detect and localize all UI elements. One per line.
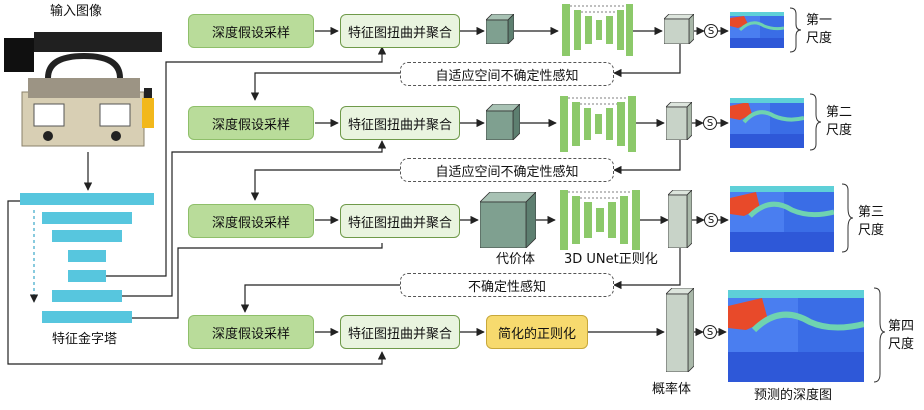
adaptive-uncertainty-label-2: 自适应空间不确定性感知	[435, 164, 579, 180]
softmax-op-4: S	[703, 325, 717, 339]
unet-block-2	[560, 96, 636, 152]
softmax-symbol-1: S	[707, 25, 715, 37]
depth-map-scale-1	[730, 12, 784, 48]
pyramid-level-6	[52, 290, 122, 302]
feature-warp-label-1: 特征图扭曲并聚合	[347, 25, 452, 41]
depth-map-scale-2	[730, 98, 804, 148]
uncertainty-plain: 不确定性感知	[400, 273, 614, 297]
pyramid-level-2	[42, 212, 132, 224]
scale-label-4: 第四尺度	[888, 319, 915, 352]
scale-label-1: 第一尺度	[806, 13, 833, 46]
feature-warp-block-4: 特征图扭曲并聚合	[340, 315, 460, 349]
unet-block-1	[562, 4, 633, 56]
feature-warp-block-1: 特征图扭曲并聚合	[340, 14, 460, 48]
depth-sampling-label-2: 深度假设采样	[211, 117, 290, 133]
scale-label-3: 第三尺度	[858, 205, 885, 238]
depth-sampling-block-4: 深度假设采样	[188, 315, 314, 349]
uncertainty-plain-label: 不确定性感知	[467, 279, 546, 295]
input-image-title: 输入图像	[50, 4, 103, 19]
cost-volume-cube-1	[486, 14, 514, 44]
pyramid-level-7	[42, 311, 132, 323]
depth-sampling-label-1: 深度假设采样	[211, 25, 290, 41]
cost-volume-label: 代价体	[496, 252, 536, 267]
scale-label-2: 第二尺度	[826, 105, 853, 138]
prob-volume-cube-3	[668, 190, 692, 248]
depth-sampling-block-2: 深度假设采样	[188, 106, 314, 140]
depth-sampling-label-3: 深度假设采样	[211, 215, 290, 231]
feature-warp-label-2: 特征图扭曲并聚合	[347, 117, 452, 133]
softmax-op-3: S	[704, 213, 718, 227]
depth-sampling-label-4: 深度假设采样	[211, 326, 290, 342]
cost-volume-cube-2	[486, 104, 520, 140]
softmax-op-2: S	[703, 116, 717, 130]
pyramid-level-5	[68, 270, 106, 282]
adaptive-uncertainty-label-1: 自适应空间不确定性感知	[435, 68, 579, 84]
input-image	[4, 22, 162, 152]
feature-warp-block-3: 特征图扭曲并聚合	[340, 204, 460, 238]
pyramid-level-4	[68, 250, 106, 262]
depth-sampling-block-3: 深度假设采样	[188, 204, 314, 238]
softmax-op-1: S	[704, 24, 718, 38]
predicted-depth-label: 预测的深度图	[754, 388, 833, 403]
adaptive-uncertainty-2: 自适应空间不确定性感知	[400, 158, 614, 182]
softmax-symbol-3: S	[707, 214, 715, 226]
depth-sampling-block-1: 深度假设采样	[188, 14, 314, 48]
unet-block-3	[560, 190, 640, 250]
cost-volume-cube-3	[480, 192, 536, 248]
adaptive-uncertainty-1: 自适应空间不确定性感知	[400, 62, 614, 86]
prob-volume-cube-2	[666, 102, 692, 140]
feature-warp-label-3: 特征图扭曲并聚合	[347, 215, 452, 231]
simplified-regularization-block: 简化的正则化	[486, 315, 588, 349]
pyramid-level-1	[20, 193, 154, 205]
depth-map-scale-4	[728, 290, 864, 382]
softmax-symbol-2: S	[706, 117, 714, 129]
feature-warp-block-2: 特征图扭曲并聚合	[340, 106, 460, 140]
unet-label: 3D UNet正则化	[564, 252, 658, 267]
prob-volume-cube-4	[666, 288, 694, 372]
prob-volume-cube-1	[664, 14, 694, 44]
pyramid-level-3	[52, 230, 122, 242]
depth-map-scale-3	[730, 186, 834, 252]
simplified-regularization-label: 简化的正则化	[497, 326, 576, 342]
pyramid-label: 特征金字塔	[52, 332, 118, 347]
prob-volume-label: 概率体	[652, 382, 692, 397]
softmax-symbol-4: S	[706, 326, 714, 338]
feature-warp-label-4: 特征图扭曲并聚合	[347, 326, 452, 342]
